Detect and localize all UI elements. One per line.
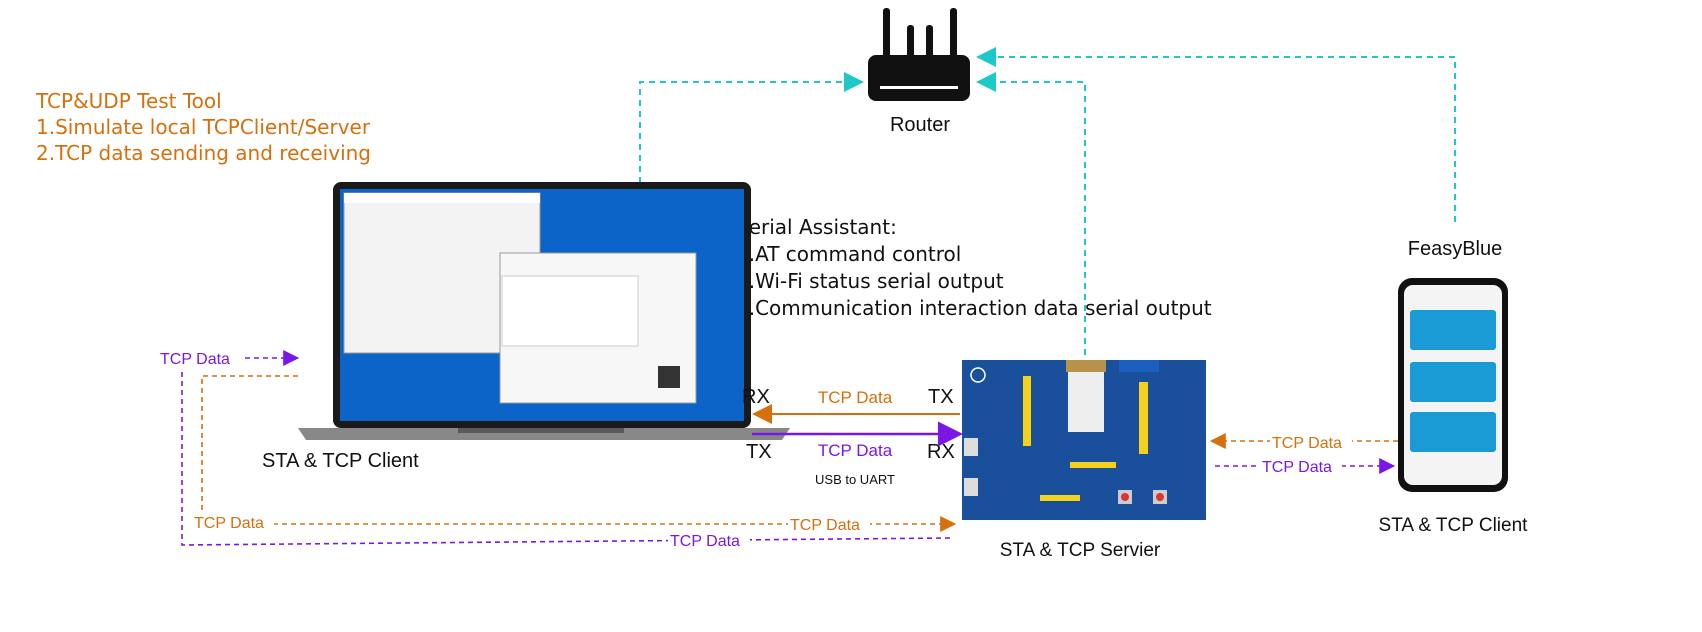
flow-label: TCP Data xyxy=(670,533,740,550)
tool-feature-1: 1.Simulate local TCPClient/Server xyxy=(36,115,371,139)
dev-board-icon xyxy=(962,360,1206,520)
serial-feature-1: 1.AT command control xyxy=(736,242,961,266)
uart-tx-left: TX xyxy=(746,441,772,463)
wifi-link-laptop xyxy=(639,72,864,183)
uart-rx-left: RX xyxy=(742,386,770,408)
laptop-to-board-flow xyxy=(201,375,957,532)
uart-tcp-data-bottom: TCP Data xyxy=(818,441,893,460)
serial-feature-2: 2.Wi-Fi status serial output xyxy=(736,269,1004,293)
flow-label: TCP Data xyxy=(160,351,230,368)
smartphone-icon xyxy=(1398,278,1508,492)
flow-label: TCP Data xyxy=(1272,435,1342,452)
router-label: Router xyxy=(890,114,950,136)
wifi-link-phone xyxy=(976,47,1456,222)
serial-title: Serial Assistant: xyxy=(736,215,897,239)
uart-tcp-data-top: TCP Data xyxy=(818,388,893,407)
board-label: STA & TCP Servier xyxy=(1000,540,1161,561)
phone-app-name: FeasyBlue xyxy=(1408,238,1503,260)
flow-label: TCP Data xyxy=(790,517,860,534)
phone-label: STA & TCP Client xyxy=(1379,515,1529,536)
laptop-label: STA & TCP Client xyxy=(262,450,419,472)
router-icon xyxy=(868,8,970,101)
usb-to-uart-label: USB to UART xyxy=(815,472,895,487)
uart-rx-right: RX xyxy=(927,441,955,463)
tool-title: TCP&UDP Test Tool xyxy=(35,89,222,113)
flow-label: TCP Data xyxy=(1262,459,1332,476)
uart-tx-right: TX xyxy=(928,386,954,408)
tool-feature-2: 2.TCP data sending and receiving xyxy=(36,141,371,165)
serial-feature-3: 3.Communication interaction data serial … xyxy=(736,296,1212,320)
flow-label: TCP Data xyxy=(194,515,264,532)
laptop-icon xyxy=(298,182,790,440)
wifi-link-board xyxy=(976,72,1086,355)
